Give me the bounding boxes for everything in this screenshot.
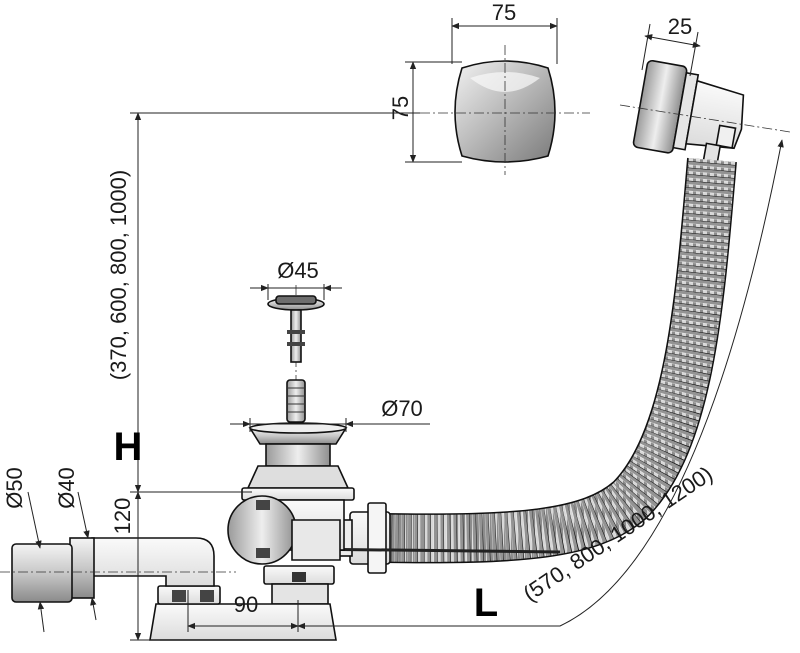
height-letter: H xyxy=(114,425,143,469)
cap-width-label: 75 xyxy=(492,0,516,25)
siphon-height-dimension: 120 xyxy=(110,491,252,641)
stopper-diameter-dimension: Ø45 xyxy=(250,258,342,300)
drain-diameter-label: Ø70 xyxy=(381,396,423,421)
drain-flange xyxy=(241,422,355,501)
siphon-height-label: 120 xyxy=(110,498,135,535)
pipe-outer-label: Ø50 xyxy=(2,467,27,509)
overflow-cap-front xyxy=(420,45,590,175)
cap-width-dimension: 75 xyxy=(451,0,558,64)
siphon-offset-dimension: 90 xyxy=(187,590,299,632)
siphon-trap xyxy=(149,585,337,641)
drain-stopper xyxy=(267,285,325,430)
pipe-inner-label: Ø40 xyxy=(54,467,79,509)
cap-height-dimension: 75 xyxy=(388,61,462,163)
overflow-unit-side xyxy=(632,59,745,169)
pipe-inner-dimension: Ø40 xyxy=(54,467,97,621)
outlet-elbow xyxy=(0,537,236,603)
pipe-outer-dimension: Ø50 xyxy=(2,467,45,633)
flexible-hose xyxy=(379,157,737,564)
height-values: (370, 600, 800, 1000) xyxy=(106,170,131,380)
drain-diameter-dimension: Ø70 xyxy=(230,396,430,432)
overall-height-dimension: H (370, 600, 800, 1000) xyxy=(106,112,420,493)
overflow-depth-dimension: 25 xyxy=(641,14,701,77)
stopper-diameter-label: Ø45 xyxy=(277,258,319,283)
overflow-depth-label: 25 xyxy=(668,14,692,39)
length-letter: L xyxy=(474,581,498,625)
siphon-offset-label: 90 xyxy=(234,592,258,617)
cap-height-label: 75 xyxy=(388,96,413,120)
siphon-body xyxy=(227,495,345,605)
